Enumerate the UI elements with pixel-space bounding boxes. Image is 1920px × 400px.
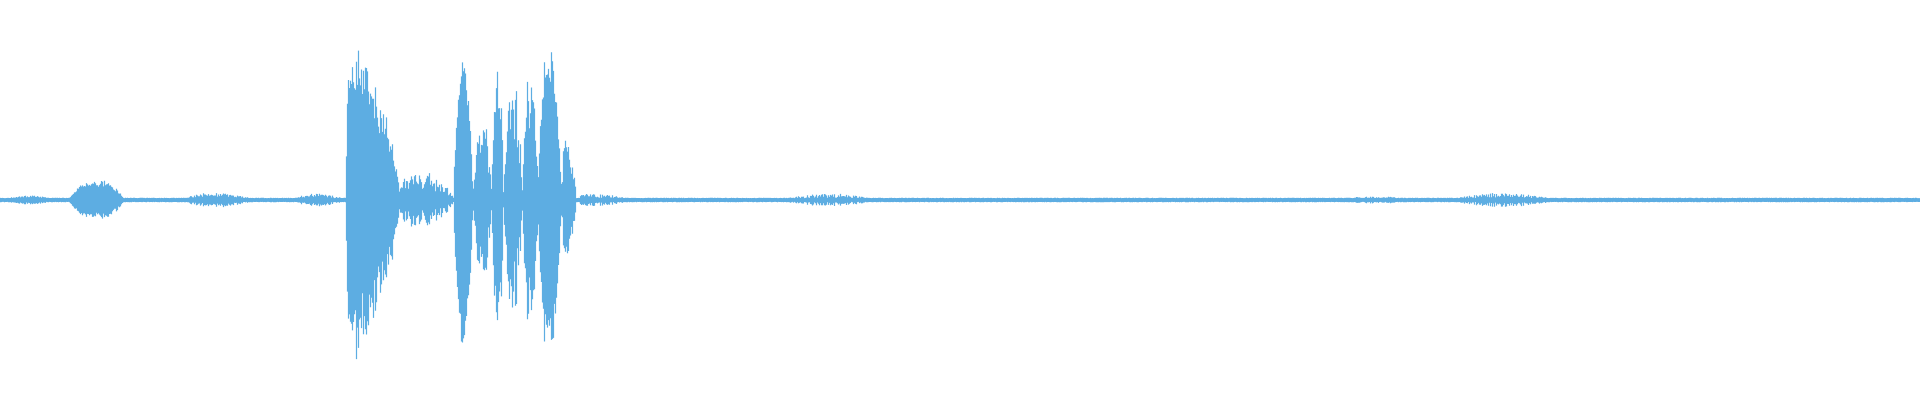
- waveform-samples: [0, 50, 1920, 360]
- waveform-amplitude-path: [0, 50, 1920, 360]
